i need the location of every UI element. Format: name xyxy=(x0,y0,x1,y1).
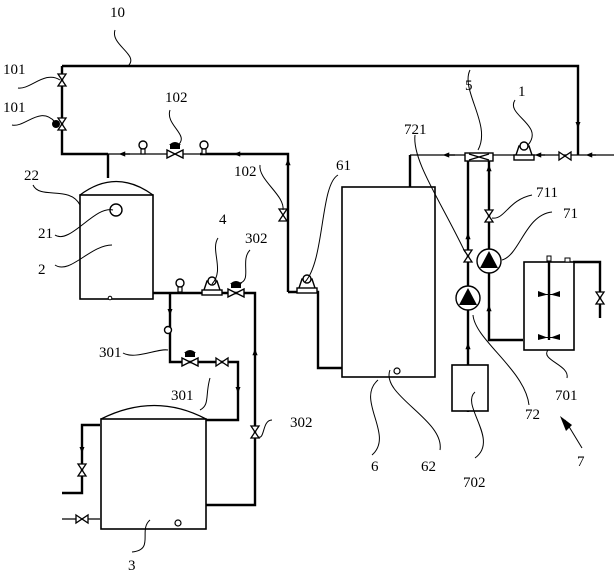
label-711: 711 xyxy=(536,185,558,201)
branch-301 xyxy=(168,293,240,422)
label-21: 21 xyxy=(38,226,53,242)
leader-lines xyxy=(11,29,583,553)
branch-102-thick xyxy=(200,152,290,292)
label-101-a: 101 xyxy=(3,62,26,78)
pressure-gauge-2 xyxy=(199,140,209,155)
tank3-left-line xyxy=(62,423,100,495)
tank701-outlet xyxy=(573,260,602,318)
label-702: 702 xyxy=(463,475,486,491)
label-72: 72 xyxy=(525,407,540,423)
pump-4[interactable] xyxy=(201,276,223,296)
valve-301-a[interactable] xyxy=(181,349,199,367)
label-302-top: 302 xyxy=(245,231,268,247)
label-61: 61 xyxy=(336,158,351,174)
label-721: 721 xyxy=(404,122,427,138)
label-10: 10 xyxy=(110,5,125,21)
label-102-top: 102 xyxy=(165,90,188,106)
valve-102-top[interactable] xyxy=(166,141,184,159)
label-3: 3 xyxy=(128,558,136,574)
flow-arrows xyxy=(79,151,596,454)
label-1: 1 xyxy=(518,84,526,100)
label-62: 62 xyxy=(421,459,436,475)
line-to-blower-61 xyxy=(288,290,342,370)
left-riser xyxy=(60,66,108,156)
label-101-b: 101 xyxy=(3,100,26,116)
label-6: 6 xyxy=(371,459,379,475)
label-22: 22 xyxy=(24,168,39,184)
valve-inlet[interactable] xyxy=(558,151,572,161)
main-pipe-10 xyxy=(62,64,580,155)
tank-3 xyxy=(100,404,207,530)
pump-1[interactable] xyxy=(513,141,535,161)
label-4: 4 xyxy=(219,212,227,228)
valve-tank3-drain[interactable] xyxy=(75,514,89,524)
line-5-right xyxy=(487,158,523,342)
valve-701-outlet[interactable] xyxy=(595,291,605,305)
label-2: 2 xyxy=(38,262,46,278)
label-102-right: 102 xyxy=(234,164,257,180)
mixer-5-cross xyxy=(468,153,490,161)
pressure-gauge-1 xyxy=(138,140,148,155)
actuator-101 xyxy=(52,120,60,128)
valve-102-right[interactable] xyxy=(278,208,288,222)
label-301-a: 301 xyxy=(99,345,122,361)
flow-meter-301 xyxy=(163,325,173,335)
tank-702 xyxy=(451,364,489,412)
valve-tank3-left[interactable] xyxy=(77,463,87,477)
label-302-bottom: 302 xyxy=(290,415,313,431)
label-701: 701 xyxy=(555,388,578,404)
assembly-7-arrowhead xyxy=(560,416,572,431)
valve-302-bottom[interactable] xyxy=(250,425,260,439)
pump-72[interactable] xyxy=(455,285,481,311)
tank-2 xyxy=(79,180,154,301)
pressure-gauge-3 xyxy=(175,278,185,293)
label-301-b: 301 xyxy=(171,388,194,404)
label-71: 71 xyxy=(563,206,578,222)
valve-711[interactable] xyxy=(484,209,494,223)
tank-701 xyxy=(523,255,575,351)
unit-6 xyxy=(341,186,436,378)
valve-302-top[interactable] xyxy=(227,280,245,298)
label-5: 5 xyxy=(465,78,473,94)
blower-61[interactable] xyxy=(296,274,318,294)
pump-71[interactable] xyxy=(476,248,502,274)
valve-301-b[interactable] xyxy=(215,357,229,367)
label-7: 7 xyxy=(577,454,585,470)
